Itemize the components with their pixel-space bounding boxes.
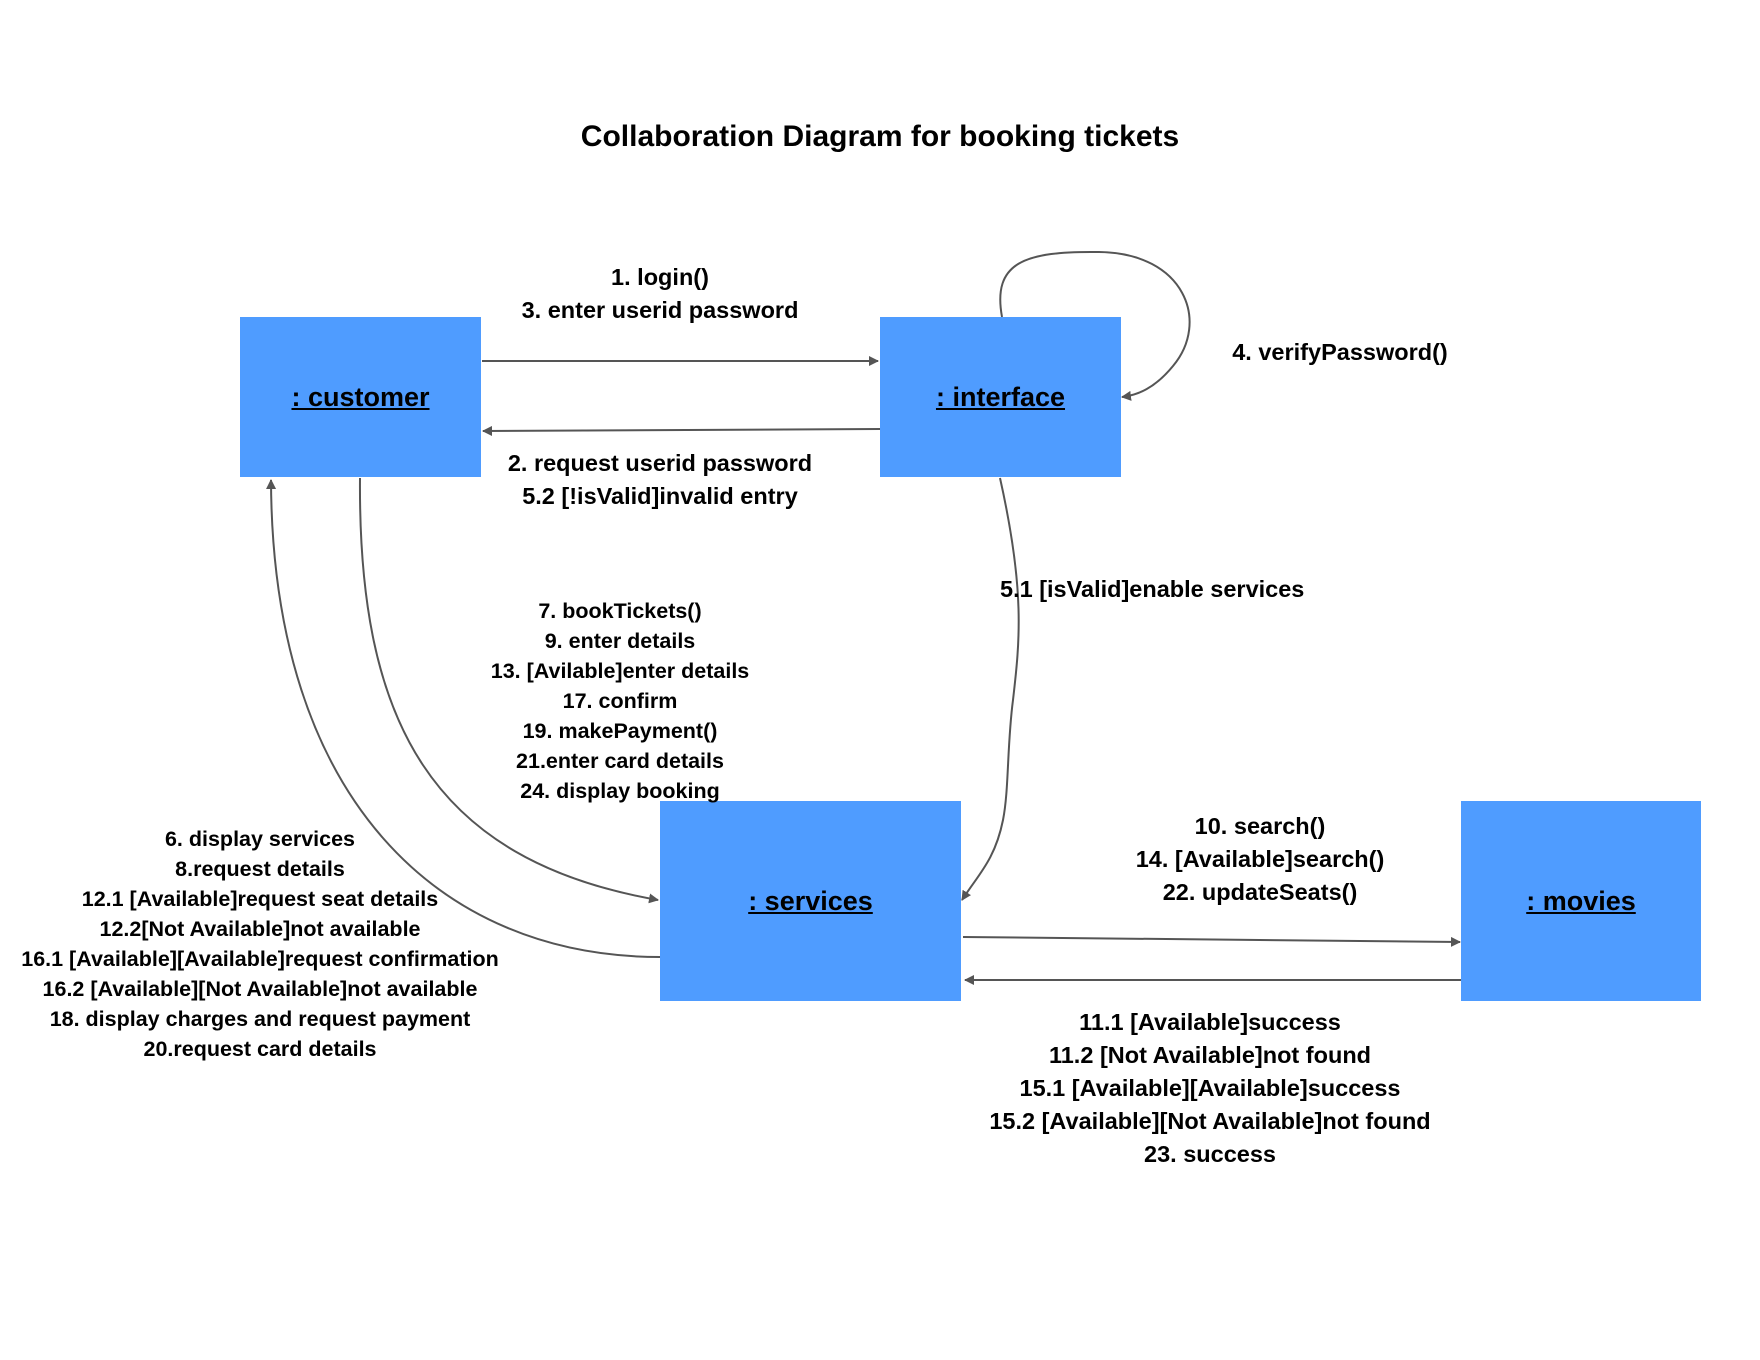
- edge-interface-self-loop: [999, 250, 1191, 401]
- message-label: 11.2 [Not Available]not found: [1048, 1042, 1372, 1068]
- messages-services-to-customer: 6. display services 8.request details 12…: [0, 824, 520, 1064]
- node-customer: : customer: [240, 317, 481, 477]
- message-label: 16.1 [Available][Available]request confi…: [21, 947, 499, 971]
- message-label: 5.2 [!isValid]invalid entry: [522, 483, 798, 509]
- node-movies: : movies: [1461, 801, 1701, 1001]
- message-label: 10. search(): [1194, 813, 1326, 839]
- edge-services-to-movies: [962, 936, 1461, 947]
- message-label: 18. display charges and request payment: [49, 1007, 471, 1031]
- message-label: 3. enter userid password: [521, 297, 799, 323]
- message-label: 20.request card details: [143, 1037, 377, 1061]
- node-customer-label: : customer: [291, 381, 430, 412]
- message-label: 1. login(): [611, 264, 709, 290]
- messages-interface-to-customer: 2. request userid password 5.2 [!isValid…: [460, 447, 860, 513]
- message-label: 16.2 [Available][Not Available]not avail…: [42, 977, 478, 1001]
- node-services-label: : services: [748, 885, 873, 916]
- message-label: 6. display services: [164, 827, 356, 851]
- message-label: 8.request details: [175, 857, 345, 881]
- message-label: 7. bookTickets(): [538, 599, 702, 623]
- node-movies-label: : movies: [1526, 885, 1636, 916]
- message-label: 22. updateSeats(): [1162, 879, 1358, 905]
- messages-movies-to-services: 11.1 [Available]success 11.2 [Not Availa…: [960, 1006, 1460, 1171]
- message-label: 17. confirm: [562, 689, 678, 713]
- edge-interface-to-customer: [482, 425, 881, 436]
- message-label: 23. success: [1144, 1141, 1276, 1167]
- messages-services-to-movies: 10. search() 14. [Available]search() 22.…: [1110, 810, 1410, 909]
- message-label: 12.1 [Available]request seat details: [81, 887, 439, 911]
- message-label: 5.1 [isValid]enable services: [1000, 576, 1305, 602]
- messages-interface-to-services: 5.1 [isValid]enable services: [1000, 573, 1360, 606]
- message-label: 13. [Avilable]enter details: [490, 659, 750, 683]
- message-label: 2. request userid password: [507, 450, 813, 476]
- message-label: 9. enter details: [544, 629, 696, 653]
- message-label: 15.2 [Available][Not Available]not found: [989, 1108, 1431, 1134]
- message-label: 21.enter card details: [516, 749, 724, 773]
- messages-customer-to-interface: 1. login() 3. enter userid password: [460, 261, 860, 327]
- node-interface-label: : interface: [935, 381, 1066, 412]
- edge-interface-to-services: [961, 477, 1020, 901]
- node-services: : services: [660, 801, 961, 1001]
- message-label: 4. verifyPassword(): [1232, 339, 1448, 365]
- edge-customer-to-services: [358, 477, 659, 904]
- node-interface: : interface: [880, 317, 1121, 477]
- messages-customer-to-services: 7. bookTickets() 9. enter details 13. [A…: [470, 596, 770, 806]
- message-label: 12.2[Not Available]not available: [99, 917, 421, 941]
- diagram-title: Collaboration Diagram for booking ticket…: [580, 120, 1180, 153]
- message-label: 11.1 [Available]success: [1079, 1009, 1341, 1035]
- messages-interface-self: 4. verifyPassword(): [1190, 336, 1490, 369]
- message-label: 14. [Available]search(): [1135, 846, 1385, 872]
- message-label: 15.1 [Available][Available]success: [1019, 1075, 1401, 1101]
- edge-services-to-customer: [266, 479, 661, 958]
- message-label: 24. display booking: [520, 779, 720, 803]
- message-label: 19. makePayment(): [522, 719, 718, 743]
